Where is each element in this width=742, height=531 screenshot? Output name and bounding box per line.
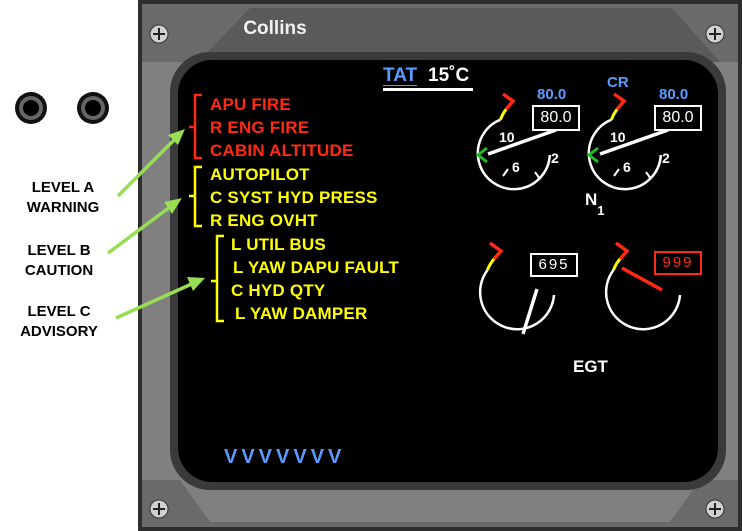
level-b-subtitle: CAUTION [24,262,94,279]
caution-bracket [189,165,202,228]
bezel-bottom-bevel [142,480,738,527]
n1-left-tick-10: 10 [499,129,515,145]
level-a-title: LEVEL A [31,179,95,196]
n1-right-mode: CR [607,74,629,91]
n1-label-sub: 1 [597,203,605,219]
level-a-subtitle: WARNING [26,199,100,216]
level-b-label: LEVEL B CAUTION [4,241,114,281]
screw-top-right-icon [705,24,725,44]
brightness-knob-left-icon[interactable] [15,92,47,124]
n1-label: N1 [585,190,605,218]
level-c-label: LEVEL C ADVISORY [4,302,114,342]
warning-message: R ENG FIRE [210,118,310,137]
advisory-bracket [211,234,224,323]
n1-left-readout: 80.0 [532,105,580,131]
level-c-subtitle: ADVISORY [20,323,98,340]
egt-label: EGT [573,357,608,376]
advisory-message: L UTIL BUS [231,235,326,254]
level-a-label: LEVEL A WARNING [8,178,118,218]
level-a-arrow [116,129,185,198]
egt-left-readout: 695 [530,253,578,277]
caution-message: R ENG OVHT [210,211,318,230]
page-status-vees: VVVVVVV [224,446,346,468]
screw-bottom-left-icon [149,499,169,519]
brand-plate [198,8,720,62]
level-b-title: LEVEL B [27,242,91,259]
advisory-message: L YAW DAPU FAULT [233,258,399,277]
n1-left-tick-6: 6 [512,159,520,175]
tat-value: 15˚C [428,65,470,86]
warning-message: APU FIRE [210,95,291,114]
caution-message: AUTOPILOT [210,165,310,184]
advisory-message: L YAW DAMPER [235,304,368,323]
tat-underline [383,88,473,91]
screen [178,60,718,482]
n1-left-tick-2: 2 [551,150,559,166]
n1-left-gauge [475,92,557,191]
n1-right-command: 80.0 [659,86,689,103]
warning-bracket [189,93,202,160]
n1-right-tick-6: 6 [623,159,631,175]
level-c-arrow [115,277,205,320]
n1-right-tick-2: 2 [662,150,670,166]
caution-message: C SYST HYD PRESS [210,188,378,207]
egt-left-gauge [478,241,556,335]
screw-top-left-icon [149,24,169,44]
n1-right-gauge [586,92,669,191]
warning-message: CABIN ALTITUDE [210,141,354,160]
n1-left-command: 80.0 [537,86,567,103]
screw-bottom-right-icon [705,499,725,519]
level-c-title: LEVEL C [27,303,91,320]
egt-right-readout: 999 [654,251,702,275]
egt-right-gauge [604,241,682,331]
advisory-message: C HYD QTY [231,281,326,300]
brand-name: Collins [243,18,307,39]
n1-right-readout: 80.0 [654,105,702,131]
level-b-arrow [106,198,182,255]
brightness-knob-right-icon[interactable] [77,92,109,124]
n1-label-main: N [585,190,598,209]
n1-right-tick-10: 10 [610,129,626,145]
tat-label: TAT [383,65,418,86]
